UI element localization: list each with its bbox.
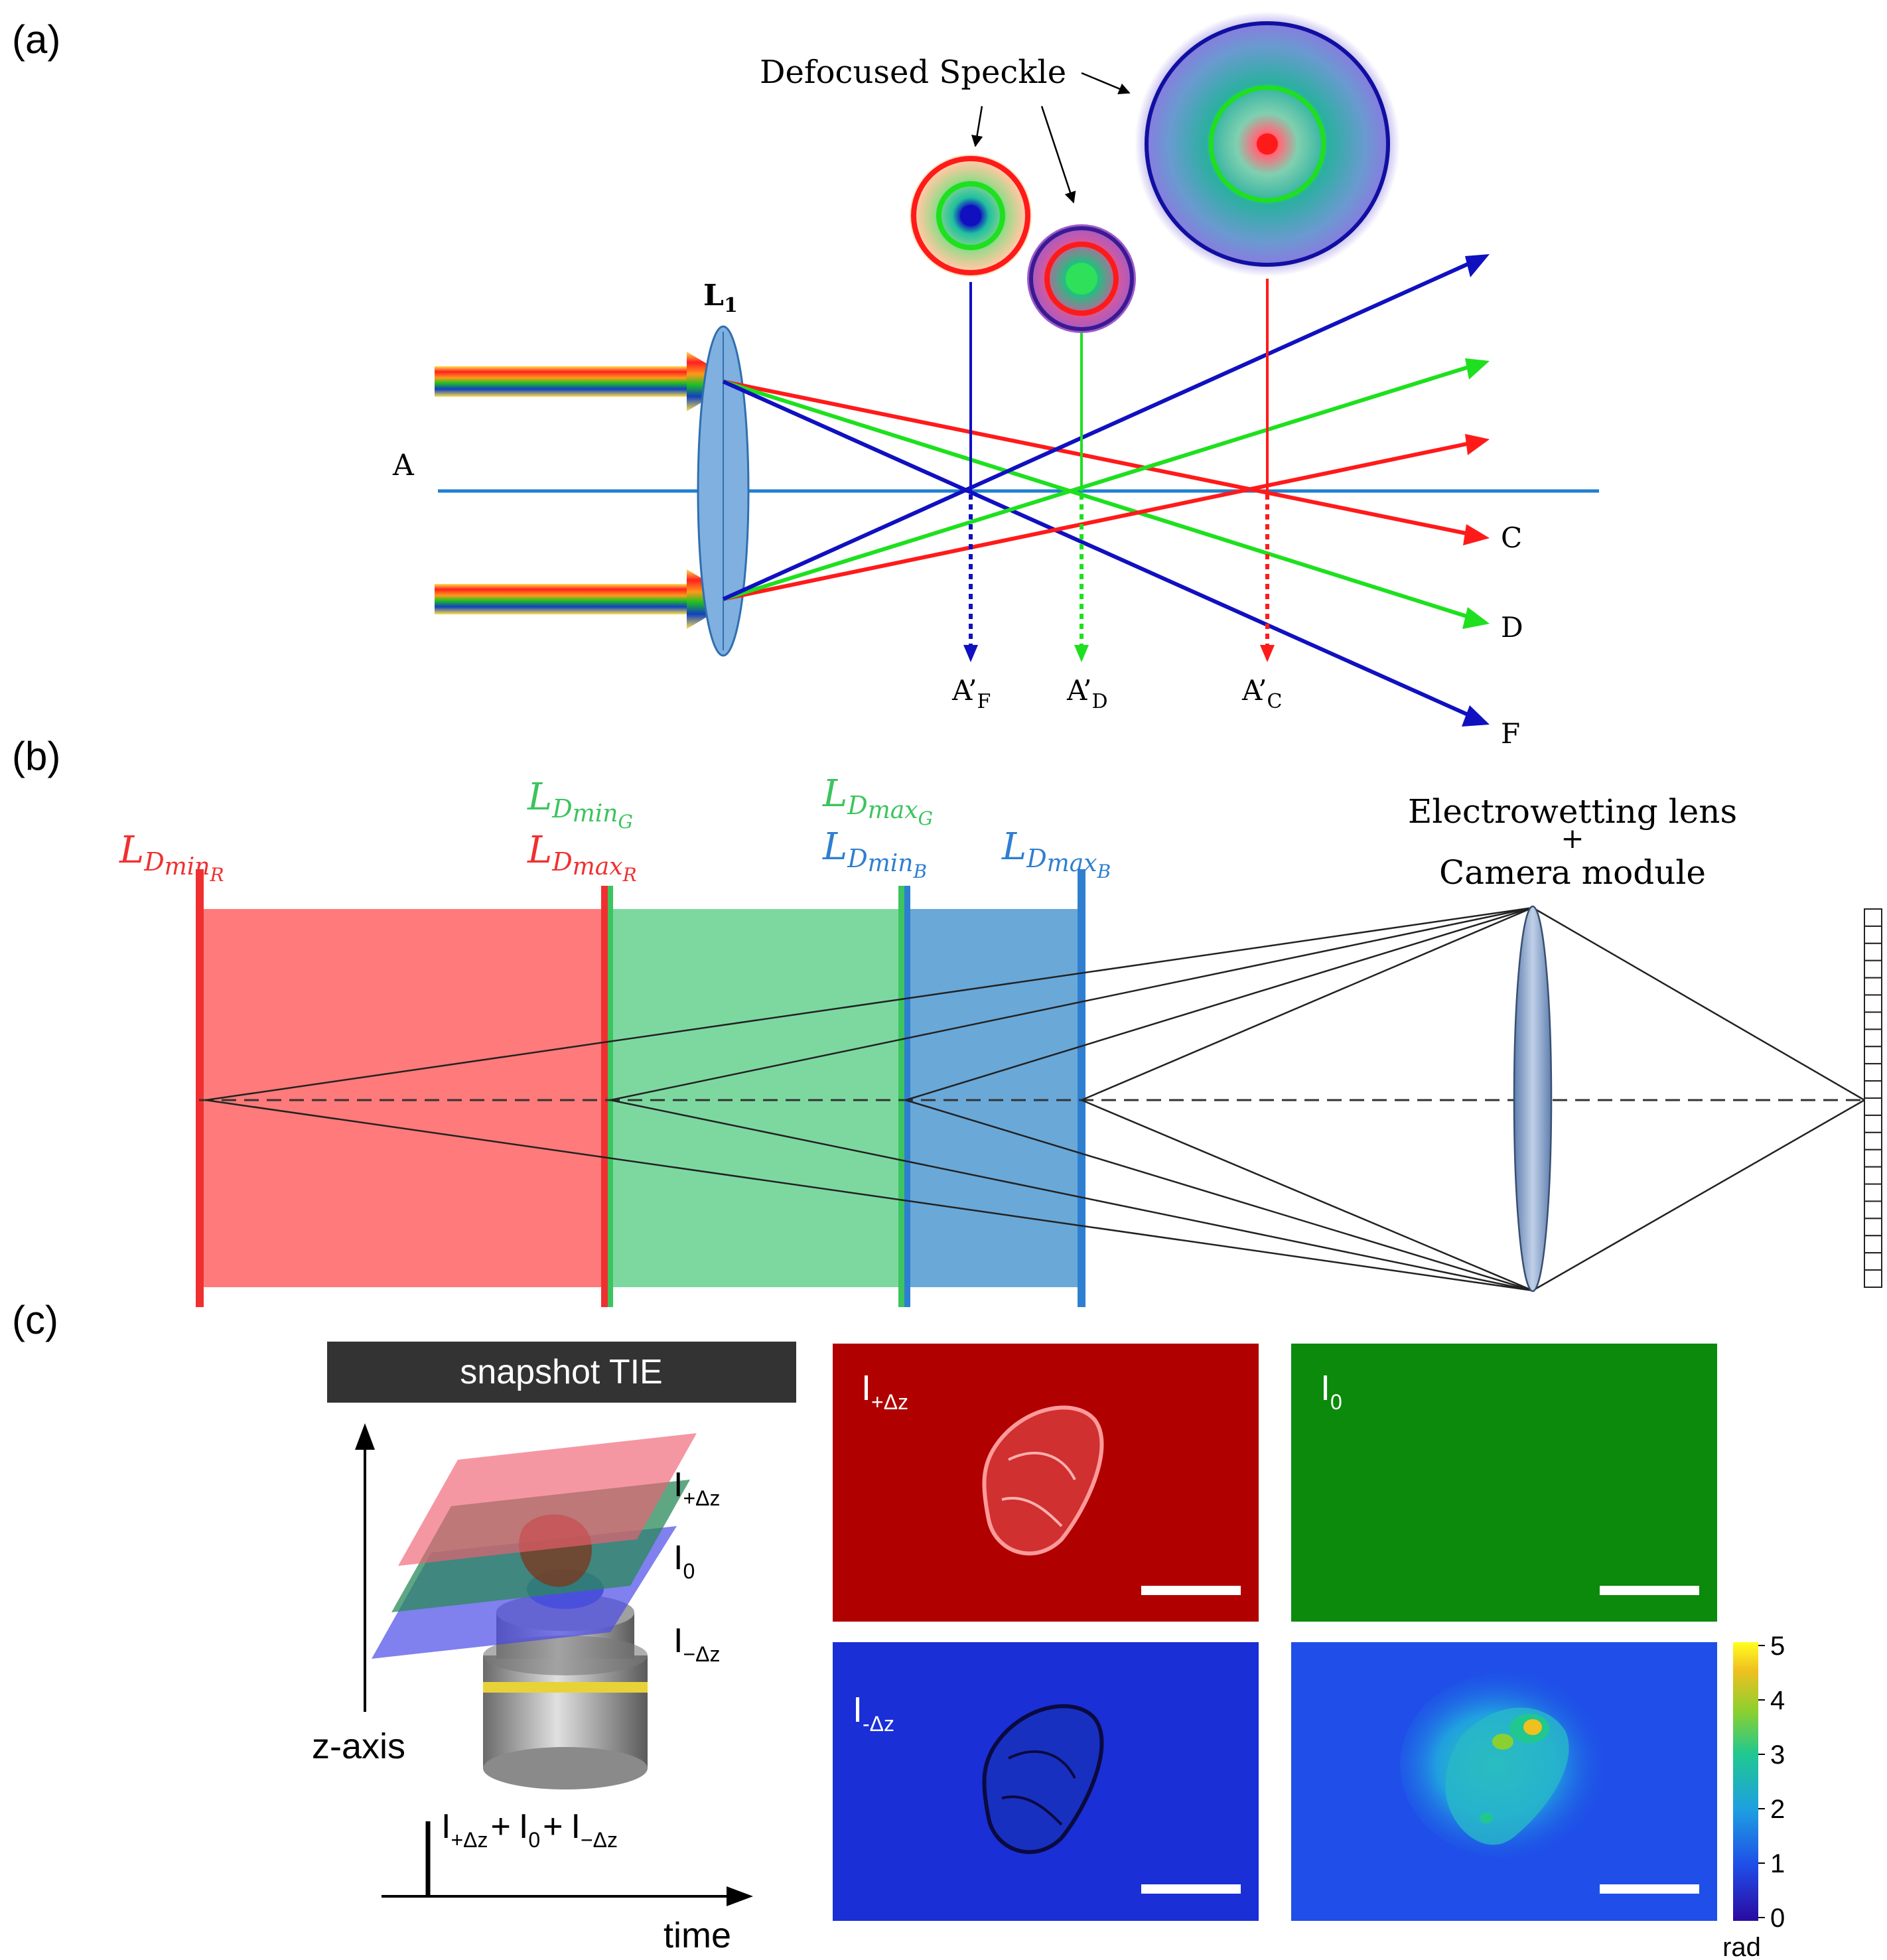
plane-label-dmin-b: LDminB	[822, 825, 927, 882]
plane-label-dmin-r: LDminR	[119, 829, 224, 886]
colorbar-tick-label: 4	[1770, 1686, 1785, 1715]
colorbar	[1733, 1642, 1758, 1921]
sensor-pixel	[1864, 1097, 1882, 1116]
ray-arrowheads	[1462, 254, 1490, 727]
sensor-pixel	[1864, 1063, 1882, 1082]
stack-label-zero: I0	[673, 1539, 695, 1583]
tile-zero-label: I0	[1320, 1368, 1342, 1414]
stack-label-minus: I−Δz	[673, 1622, 721, 1666]
panel-a: (a) A L1	[12, 11, 1599, 750]
focus-label-d: A’D	[1066, 674, 1108, 713]
colorbar-tick-label: 0	[1770, 1904, 1785, 1933]
incoming-beam-bottom	[435, 569, 736, 629]
time-axis-label: time	[664, 1916, 731, 1955]
tile-plus-label: I+Δz	[861, 1368, 908, 1414]
sensor-pixel	[1864, 1131, 1882, 1151]
panel-a-label: (a)	[12, 17, 60, 62]
sensor-pixel	[1864, 1080, 1882, 1099]
colorbar-tick-label: 3	[1770, 1740, 1785, 1770]
sensor-pixel	[1864, 1011, 1882, 1030]
lens-l1-label: L1	[703, 279, 738, 317]
speckle-label: Defocused Speckle	[760, 54, 1066, 91]
sum-formula: I+Δz+I0+I−Δz	[441, 1807, 618, 1852]
chromatic-rays	[722, 257, 1481, 722]
z-axis-label: z-axis	[312, 1726, 405, 1766]
electrowetting-lens	[1513, 905, 1553, 1293]
focus-label-c: A’C	[1241, 674, 1282, 713]
tile-plus: I+Δz	[833, 1344, 1259, 1622]
sensor-pixel	[1864, 1166, 1882, 1185]
colorbar-unit: rad	[1722, 1933, 1761, 1960]
incoming-beam-top	[435, 352, 736, 411]
tile-minus-label: I-Δz	[853, 1690, 894, 1736]
sensor-pixel	[1864, 1046, 1882, 1065]
colorbar-tick-label: 5	[1770, 1632, 1785, 1661]
lens-caption-line3: Camera module	[1439, 853, 1706, 892]
focus-label-f: A’F	[951, 674, 991, 713]
speckle-blue-focus	[910, 155, 1032, 277]
ray-label-c: C	[1501, 522, 1522, 554]
colorbar-ticks: 5 4 3 2 1 0	[1758, 1632, 1785, 1933]
sensor-pixel	[1864, 1114, 1882, 1133]
sensor-pixel	[1864, 1252, 1882, 1271]
ray-label-d: D	[1501, 611, 1523, 644]
sensor-pixel	[1864, 977, 1882, 996]
sensor-pixel	[1864, 959, 1882, 979]
plane-bars	[196, 869, 1085, 1307]
sensor-pixel	[1864, 1183, 1882, 1202]
lens-caption-line2: +	[1561, 822, 1584, 855]
lens-caption-line1: Electrowetting lens	[1408, 792, 1737, 831]
plane-label-dmax-b: LDmaxB	[1001, 825, 1111, 882]
colorbar-tick-label: 1	[1770, 1849, 1785, 1878]
tile-minus: I-Δz	[833, 1642, 1259, 1921]
image-sensor	[1864, 908, 1882, 1289]
panel-c: (c) snapshot TIE z-axis I+Δz I0	[12, 1298, 1785, 1960]
stack-label-plus: I+Δz	[673, 1466, 721, 1510]
sensor-pixel	[1864, 925, 1882, 944]
sensor-pixel	[1864, 1218, 1882, 1237]
colorbar-tick-label: 2	[1770, 1795, 1785, 1824]
snapshot-banner	[327, 1342, 796, 1403]
sensor-pixel	[1864, 994, 1882, 1013]
plane-label-dmax-r: LDmaxR	[527, 829, 637, 886]
speckle-pointers	[971, 72, 1131, 204]
region-blue	[902, 909, 1082, 1287]
tile-phase-map	[1291, 1642, 1717, 1921]
snapshot-banner-text: snapshot TIE	[460, 1353, 662, 1391]
panel-b: (b) LDminR LDminG LDmaxR LDmaxG LDminB	[12, 734, 1882, 1307]
region-green	[605, 909, 902, 1287]
panel-c-label: (c)	[12, 1298, 58, 1342]
speckle-green-focus	[1027, 224, 1136, 333]
axis-label-a: A	[392, 449, 415, 482]
ray-cones	[205, 906, 1865, 1292]
sensor-pixel	[1864, 1269, 1882, 1289]
image-plane-stack	[372, 1433, 697, 1659]
plane-label-dmin-g: LDminG	[527, 776, 633, 833]
speckle-red-focus	[1135, 11, 1400, 277]
ray-label-f: F	[1501, 717, 1520, 750]
sensor-pixel	[1864, 1028, 1882, 1048]
panel-b-label: (b)	[12, 734, 60, 778]
tile-zero: I0	[1291, 1344, 1717, 1622]
region-red	[199, 909, 605, 1287]
sensor-pixel	[1864, 1200, 1882, 1220]
plane-label-dmax-g: LDmaxG	[822, 772, 933, 829]
sensor-pixel	[1864, 1235, 1882, 1254]
sensor-pixel	[1864, 942, 1882, 961]
focus-markers	[963, 279, 1275, 662]
sensor-pixel	[1864, 1149, 1882, 1168]
sensor-pixel	[1864, 908, 1882, 927]
